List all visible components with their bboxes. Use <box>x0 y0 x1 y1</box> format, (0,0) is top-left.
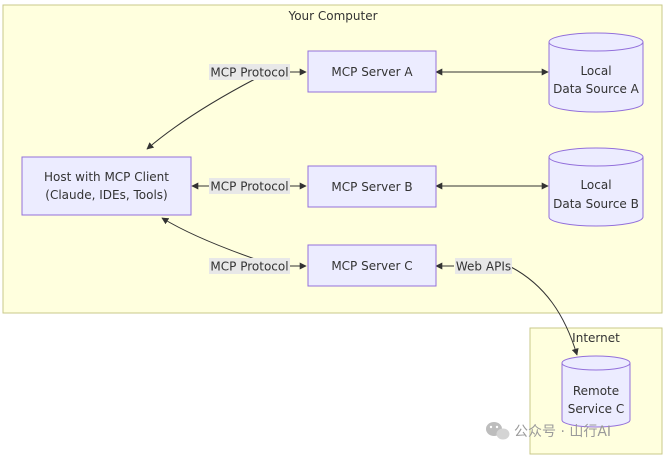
edge-web-remote <box>510 266 579 356</box>
host-line2: (Claude, IDEs, Tools) <box>45 188 167 202</box>
label-protocol-b: MCP Protocol <box>209 178 290 194</box>
label-web-apis-text: Web APIs <box>456 260 511 274</box>
label-protocol-c-text: MCP Protocol <box>210 260 288 274</box>
data-source-b-line2: Data Source B <box>553 197 639 211</box>
server-c-label: MCP Server C <box>331 259 412 273</box>
host-node: Host with MCP Client (Claude, IDEs, Tool… <box>21 156 192 216</box>
label-protocol-a-text: MCP Protocol <box>210 66 288 80</box>
data-source-a-line2: Data Source A <box>553 82 639 96</box>
label-protocol-c: MCP Protocol <box>209 258 290 274</box>
edge-host-server-a <box>146 78 256 150</box>
wechat-icon <box>486 422 510 440</box>
server-a-node: MCP Server A <box>307 50 437 93</box>
host-line1: Host with MCP Client <box>44 170 169 184</box>
remote-service-line1: Remote <box>573 384 619 398</box>
label-protocol-b-text: MCP Protocol <box>210 180 288 194</box>
data-source-b-line1: Local <box>580 178 611 192</box>
your-computer-label: Your Computer <box>287 9 377 23</box>
edge-host-server-c <box>161 217 256 260</box>
remote-service-cylinder: Remote Service C <box>561 355 631 428</box>
watermark-text: 公众号 · 山行AI <box>514 424 611 440</box>
internet-region: Internet <box>529 327 663 455</box>
remote-service-line2: Service C <box>568 402 625 416</box>
server-b-node: MCP Server B <box>307 165 437 208</box>
data-source-b-cylinder: Local Data Source B <box>548 147 644 227</box>
label-web-apis: Web APIs <box>455 258 512 274</box>
server-b-label: MCP Server B <box>331 180 412 194</box>
watermark: 公众号 · 山行AI <box>486 422 611 440</box>
label-protocol-a: MCP Protocol <box>209 64 290 80</box>
server-a-label: MCP Server A <box>331 65 413 79</box>
server-c-node: MCP Server C <box>307 244 437 287</box>
data-source-a-line1: Local <box>580 64 611 78</box>
data-source-a-cylinder: Local Data Source A <box>548 32 644 113</box>
internet-label: Internet <box>572 331 620 345</box>
